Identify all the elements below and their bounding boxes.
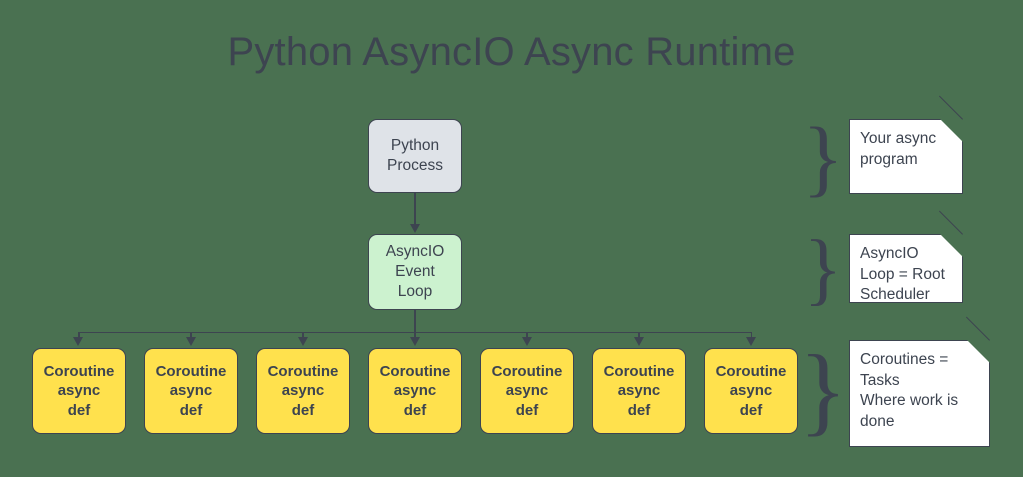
- note-fold-edge-icon: [965, 316, 990, 341]
- arrowhead-branch-6: [633, 337, 644, 346]
- note-fold-corner-icon: [940, 118, 964, 142]
- connector-branch-7: [750, 331, 753, 341]
- connector-branch-2: [190, 331, 192, 341]
- node-coroutine-2-line-3: def: [179, 401, 203, 419]
- arrowhead-branch-1: [73, 337, 84, 346]
- node-coroutine-1[interactable]: Coroutine async def: [32, 348, 126, 434]
- node-coroutine-6-line-3: def: [627, 401, 651, 419]
- note-fold-edge-icon: [938, 210, 963, 235]
- node-coroutine-1-line-1: Coroutine: [43, 363, 115, 381]
- node-coroutine-3-line-1: Coroutine: [267, 363, 339, 381]
- arrowhead-branch-2: [185, 337, 196, 346]
- note-your-async-program[interactable]: Your async program: [849, 95, 964, 194]
- page-title: Python AsyncIO Async Runtime: [227, 30, 796, 74]
- node-coroutine-5-line-1: Coroutine: [491, 363, 563, 381]
- node-coroutine-7-line-2: async: [729, 382, 773, 400]
- node-coroutine-1-line-3: def: [67, 401, 91, 419]
- note-3-line-3: Where work is: [860, 392, 959, 410]
- arrowhead-branch-7: [745, 337, 756, 346]
- node-coroutine-4[interactable]: Coroutine async def: [368, 348, 462, 434]
- node-coroutine-3-line-2: async: [281, 382, 325, 400]
- note-asyncio-root-scheduler[interactable]: AsyncIO Loop = Root Scheduler: [849, 210, 964, 304]
- arrowhead-process-to-loop: [409, 224, 420, 233]
- note-3-line-4: done: [860, 412, 895, 430]
- arrowhead-branch-3: [297, 337, 308, 346]
- node-python-process-line-2: Process: [387, 157, 443, 174]
- note-fold-edge-icon: [938, 95, 963, 120]
- brace-annotation-3: }: [799, 334, 847, 445]
- node-coroutine-4-line-2: async: [393, 382, 437, 400]
- node-asyncio-event-loop-line-2: Event: [395, 263, 435, 281]
- node-coroutine-4-line-3: def: [403, 401, 427, 419]
- arrowhead-branch-4: [409, 337, 420, 346]
- note-fold-corner-icon: [940, 233, 964, 257]
- note-2-line-2: Loop = Root: [860, 265, 945, 283]
- node-coroutine-7[interactable]: Coroutine async def: [704, 348, 798, 434]
- node-coroutine-2-line-1: Coroutine: [155, 363, 227, 381]
- node-asyncio-event-loop[interactable]: AsyncIO Event Loop: [368, 234, 462, 310]
- node-coroutine-2-line-2: async: [169, 382, 213, 400]
- node-coroutine-6-line-1: Coroutine: [603, 363, 675, 381]
- note-1-line-2: program: [860, 150, 918, 168]
- node-coroutine-1-line-2: async: [57, 382, 101, 400]
- node-coroutine-4-line-1: Coroutine: [379, 363, 451, 381]
- connector-branch-6: [638, 331, 641, 341]
- brace-annotation-1: }: [802, 109, 844, 205]
- note-1-line-1: Your async: [860, 130, 937, 147]
- node-python-process-line-1: Python: [390, 137, 440, 155]
- node-coroutine-5-line-2: async: [505, 382, 549, 400]
- connector-process-to-loop: [414, 193, 416, 226]
- node-coroutine-5-line-3: def: [515, 401, 539, 419]
- arrowhead-branch-5: [521, 337, 532, 346]
- connector-loop-stem: [414, 310, 416, 333]
- note-fold-corner-icon: [967, 339, 991, 363]
- node-coroutine-5[interactable]: Coroutine async def: [480, 348, 574, 434]
- connector-branch-4: [414, 331, 416, 341]
- node-coroutine-7-line-1: Coroutine: [715, 363, 787, 381]
- note-2-line-1: AsyncIO: [860, 245, 919, 262]
- note-3-line-1: Coroutines =: [860, 351, 949, 368]
- node-asyncio-event-loop-line-1: AsyncIO: [385, 243, 445, 261]
- node-asyncio-event-loop-line-3: Loop: [397, 282, 433, 300]
- node-coroutine-2[interactable]: Coroutine async def: [144, 348, 238, 434]
- node-python-process[interactable]: Python Process: [368, 119, 462, 193]
- brace-annotation-2: }: [803, 225, 843, 313]
- connector-branch-3: [302, 331, 304, 341]
- connector-branch-1: [78, 331, 80, 341]
- node-coroutine-7-line-3: def: [739, 401, 763, 419]
- note-coroutines-tasks[interactable]: Coroutines = Tasks Where work is done: [849, 316, 991, 447]
- node-coroutine-6-line-2: async: [617, 382, 661, 400]
- node-coroutine-3-line-3: def: [291, 401, 315, 419]
- note-3-line-2: Tasks: [860, 371, 900, 389]
- connector-branch-5: [526, 331, 529, 341]
- note-2-line-3: Scheduler: [860, 286, 930, 304]
- node-coroutine-3[interactable]: Coroutine async def: [256, 348, 350, 434]
- node-coroutine-6[interactable]: Coroutine async def: [592, 348, 686, 434]
